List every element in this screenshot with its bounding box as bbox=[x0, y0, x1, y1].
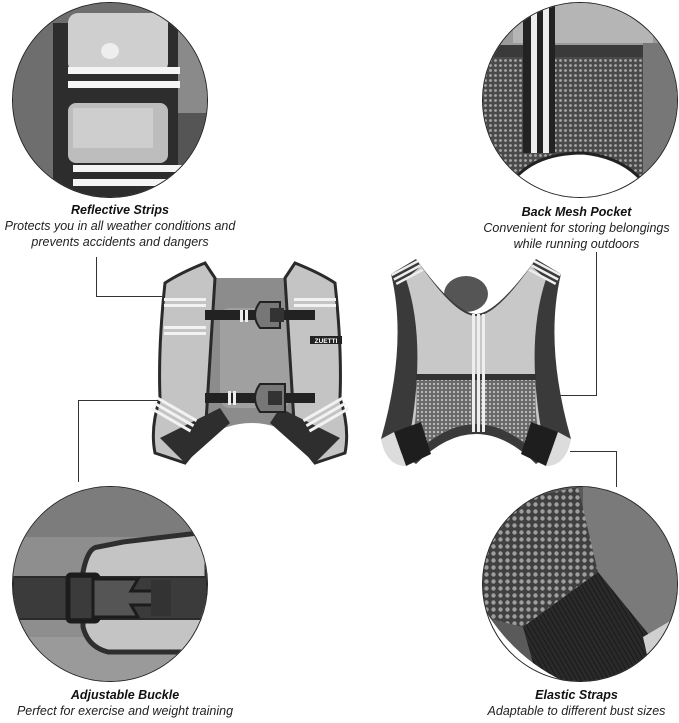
vest-back-view-image bbox=[376, 254, 576, 474]
elastic-straps-title: Elastic Straps bbox=[535, 688, 618, 702]
reflective-strips-closeup-image bbox=[12, 2, 208, 198]
reflective-strips-title: Reflective Strips bbox=[71, 203, 169, 217]
reflective-strips-desc-line1: Protects you in all weather conditions a… bbox=[4, 219, 236, 233]
elastic-straps-closeup-image bbox=[482, 486, 678, 682]
back-mesh-pocket-title: Back Mesh Pocket bbox=[521, 205, 632, 219]
adjustable-buckle-desc-line1: Perfect for exercise and weight training bbox=[16, 704, 234, 718]
reflective-strips-connector-vertical bbox=[96, 257, 97, 296]
adjustable-buckle-connector-vertical bbox=[78, 400, 79, 482]
back-mesh-pocket-closeup-image bbox=[482, 2, 678, 198]
vest-front-view-image: ZUETTI bbox=[150, 258, 350, 466]
adjustable-buckle-caption: Adjustable Buckle Perfect for exercise a… bbox=[0, 688, 250, 719]
elastic-straps-connector-horizontal bbox=[570, 451, 617, 452]
brand-label: ZUETTI bbox=[315, 338, 338, 345]
reflective-strips-connector-horizontal bbox=[96, 296, 162, 297]
elastic-straps-connector-vertical bbox=[616, 451, 617, 487]
back-mesh-pocket-caption: Back Mesh Pocket Convenient for storing … bbox=[474, 205, 679, 252]
adjustable-buckle-title: Adjustable Buckle bbox=[70, 688, 180, 702]
reflective-strips-caption: Reflective Strips Protects you in all we… bbox=[0, 203, 240, 250]
elastic-straps-caption: Elastic Straps Adaptable to different bu… bbox=[474, 688, 679, 719]
adjustable-buckle-closeup-image bbox=[12, 486, 208, 682]
back-mesh-pocket-desc-line1: Convenient for storing belongings bbox=[483, 221, 670, 235]
back-mesh-pocket-connector-vertical bbox=[596, 252, 597, 396]
reflective-strips-desc-line2: prevents accidents and dangers bbox=[31, 235, 209, 249]
back-mesh-pocket-desc-line2: while running outdoors bbox=[513, 237, 640, 251]
elastic-straps-desc-line1: Adaptable to different bust sizes bbox=[487, 704, 666, 718]
